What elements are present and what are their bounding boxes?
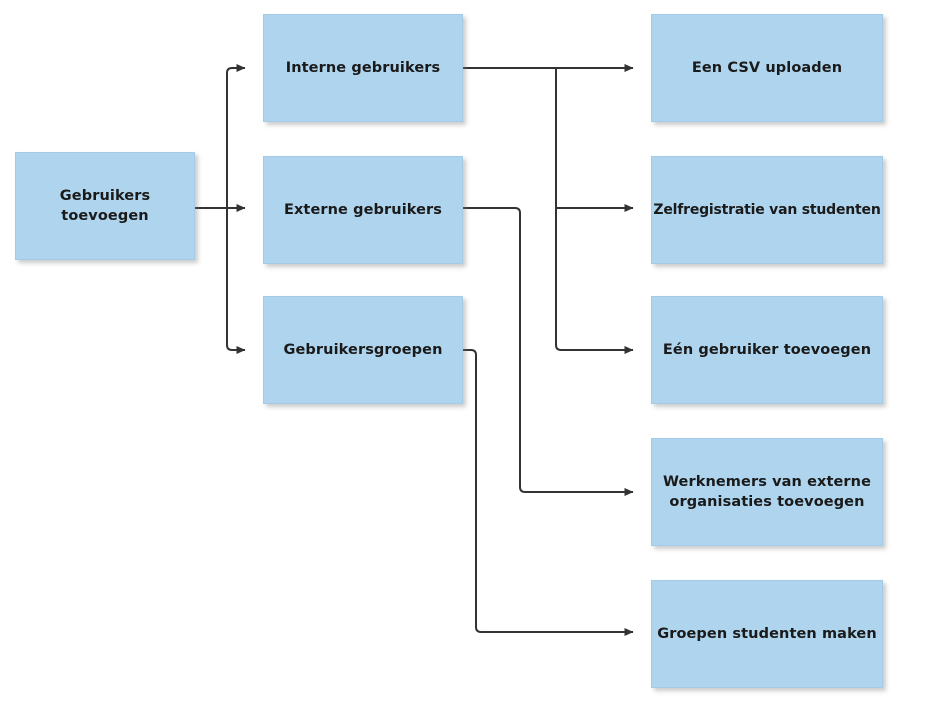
node-label: Externe gebruikers [283, 202, 443, 218]
node-label: Gebruikersgroepen [283, 342, 443, 358]
node-label: Groepen studenten maken [657, 626, 877, 642]
node-label: Gebruikers toevoegen [59, 188, 151, 224]
node-interne-gebruikers[interactable]: Interne gebruikers [263, 14, 463, 122]
edge-interne-to-zelfregistratie [555, 68, 634, 212]
node-externe-gebruikers[interactable]: Externe gebruikers [263, 156, 463, 264]
edge-externe-to-werknemers [463, 207, 634, 496]
edge-root-to-gebruikersgroepen [226, 208, 246, 354]
node-label: Een CSV uploaden [691, 60, 843, 76]
node-zelfregistratie-van-studenten[interactable]: Zelfregistratie van studenten [651, 156, 883, 264]
node-gebruikersgroepen[interactable]: Gebruikersgroepen [263, 296, 463, 404]
node-gebruikers-toevoegen[interactable]: Gebruikers toevoegen [15, 152, 195, 260]
node-een-csv-uploaden[interactable]: Een CSV uploaden [651, 14, 883, 122]
edge-root-to-interne [195, 64, 246, 209]
node-groepen-studenten-maken[interactable]: Groepen studenten maken [651, 580, 883, 688]
edge-interne-to-een-gebruiker [555, 208, 634, 354]
node-een-gebruiker-toevoegen[interactable]: Eén gebruiker toevoegen [651, 296, 883, 404]
edge-gebruikersgroepen-to-groepen-studenten [463, 349, 634, 636]
node-label: Zelfregistratie van studenten [653, 202, 881, 218]
node-label: Interne gebruikers [285, 60, 441, 76]
node-werknemers-van-externe-organisaties-toevoegen[interactable]: Werknemers van externe organisaties toev… [651, 438, 883, 546]
node-label: Eén gebruiker toevoegen [662, 342, 872, 358]
node-label: Werknemers van externe organisaties toev… [662, 474, 872, 510]
